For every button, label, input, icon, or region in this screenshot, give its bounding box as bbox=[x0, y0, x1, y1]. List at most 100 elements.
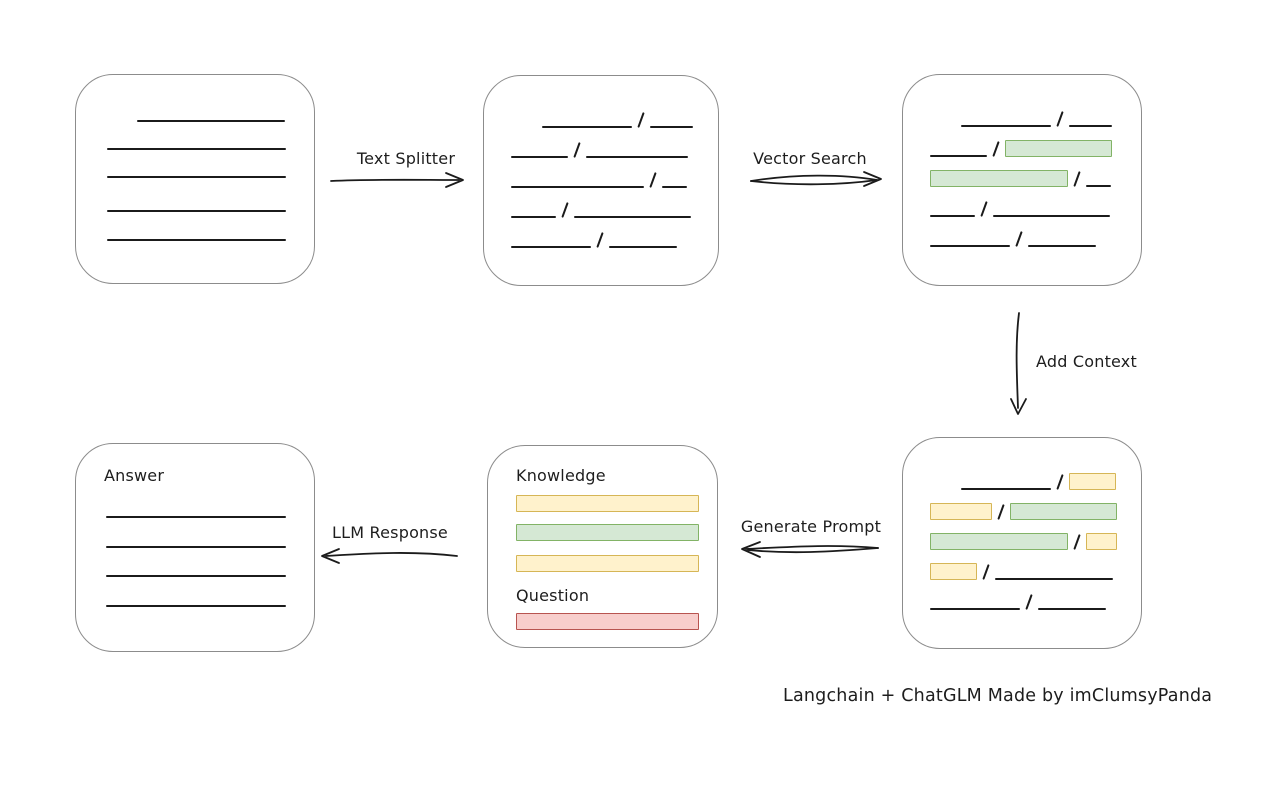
chunk-row bbox=[903, 217, 1141, 247]
green-chunk bbox=[930, 533, 1068, 550]
text-line bbox=[961, 488, 1051, 490]
chunk-row bbox=[484, 158, 718, 188]
slash-separator bbox=[649, 172, 657, 188]
text-line bbox=[993, 215, 1111, 217]
yellow-chunk bbox=[930, 503, 992, 520]
document-lines bbox=[76, 120, 314, 241]
slash-separator bbox=[982, 564, 990, 580]
text-line bbox=[137, 120, 285, 122]
text-splitter-label: Text Splitter bbox=[356, 149, 456, 168]
chunk-row bbox=[903, 127, 1141, 157]
yellow-bar bbox=[516, 555, 699, 572]
generate-prompt-arrow bbox=[741, 541, 879, 558]
vector-search-label: Vector Search bbox=[753, 149, 867, 168]
text-line bbox=[106, 516, 286, 518]
answer-lines bbox=[104, 516, 290, 607]
slash-separator bbox=[637, 112, 645, 128]
question-bars bbox=[516, 613, 699, 630]
slash-separator bbox=[561, 202, 569, 218]
llm-response-label: LLM Response bbox=[332, 523, 448, 542]
chunk-row bbox=[903, 580, 1141, 610]
slash-separator bbox=[1015, 231, 1023, 247]
slash-separator bbox=[1056, 474, 1064, 490]
chunk-row bbox=[903, 490, 1141, 520]
node-answer: Answer bbox=[75, 443, 315, 652]
text-line bbox=[930, 245, 1010, 247]
diagram-caption: Langchain + ChatGLM Made by imClumsyPand… bbox=[783, 686, 1213, 706]
text-line bbox=[574, 216, 692, 218]
text-line bbox=[961, 125, 1051, 127]
text-line bbox=[586, 156, 689, 158]
chunk-row bbox=[903, 157, 1141, 187]
chunk-row bbox=[484, 128, 718, 158]
chunk-row bbox=[484, 218, 718, 248]
text-line bbox=[106, 575, 286, 577]
node-prompt: Knowledge Question bbox=[487, 445, 718, 648]
chunk-row bbox=[903, 97, 1141, 127]
slash-separator bbox=[992, 141, 1000, 157]
matched-chunk-rows bbox=[903, 75, 1141, 247]
slash-separator bbox=[1056, 111, 1064, 127]
text-line bbox=[930, 608, 1020, 610]
text-line bbox=[1086, 185, 1112, 187]
text-line bbox=[1038, 608, 1107, 610]
green-chunk bbox=[930, 170, 1068, 187]
text-line bbox=[106, 605, 286, 607]
text-line bbox=[662, 186, 688, 188]
text-line bbox=[511, 186, 644, 188]
red-bar bbox=[516, 613, 699, 630]
green-bar bbox=[516, 524, 699, 541]
green-chunk bbox=[1005, 140, 1113, 157]
answer-label: Answer bbox=[104, 466, 165, 485]
text-line bbox=[930, 215, 975, 217]
add-context-label: Add Context bbox=[1036, 352, 1137, 371]
text-line bbox=[511, 216, 556, 218]
slash-separator bbox=[1073, 534, 1081, 550]
node-split-chunks bbox=[483, 75, 719, 286]
chunk-row bbox=[484, 188, 718, 218]
knowledge-bars bbox=[516, 495, 699, 572]
green-chunk bbox=[1010, 503, 1118, 520]
knowledge-label: Knowledge bbox=[516, 466, 606, 485]
text-line bbox=[106, 546, 286, 548]
slash-separator bbox=[997, 504, 1005, 520]
text-line bbox=[995, 578, 1114, 580]
text-line bbox=[511, 246, 591, 248]
split-chunk-rows bbox=[484, 76, 718, 248]
yellow-chunk bbox=[930, 563, 977, 580]
chunk-row bbox=[903, 460, 1141, 490]
text-line bbox=[511, 156, 568, 158]
chunk-row bbox=[903, 187, 1141, 217]
chunk-row bbox=[484, 98, 718, 128]
text-line bbox=[542, 126, 632, 128]
yellow-bar bbox=[516, 495, 699, 512]
chunk-row bbox=[903, 520, 1141, 550]
generate-prompt-label: Generate Prompt bbox=[740, 517, 882, 536]
text-line bbox=[930, 155, 987, 157]
text-line bbox=[650, 126, 694, 128]
yellow-chunk bbox=[1069, 473, 1117, 490]
text-line bbox=[107, 176, 286, 178]
slash-separator bbox=[596, 232, 604, 248]
text-line bbox=[107, 210, 286, 212]
text-line bbox=[609, 246, 678, 248]
add-context-arrow bbox=[1010, 312, 1027, 415]
text-line bbox=[107, 148, 286, 150]
text-line bbox=[1028, 245, 1097, 247]
slash-separator bbox=[573, 142, 581, 158]
question-label: Question bbox=[516, 586, 590, 605]
node-context-chunks bbox=[902, 437, 1142, 649]
text-splitter-arrow bbox=[330, 172, 464, 188]
chunk-row bbox=[903, 550, 1141, 580]
text-line bbox=[1069, 125, 1113, 127]
context-chunk-rows bbox=[903, 438, 1141, 610]
node-source-document bbox=[75, 74, 315, 284]
slash-separator bbox=[1025, 594, 1033, 610]
slash-separator bbox=[980, 201, 988, 217]
slash-separator bbox=[1073, 171, 1081, 187]
node-matched-chunks bbox=[902, 74, 1142, 286]
yellow-chunk bbox=[1086, 533, 1118, 550]
llm-response-arrow bbox=[321, 548, 458, 564]
vector-search-arrow bbox=[750, 171, 882, 187]
